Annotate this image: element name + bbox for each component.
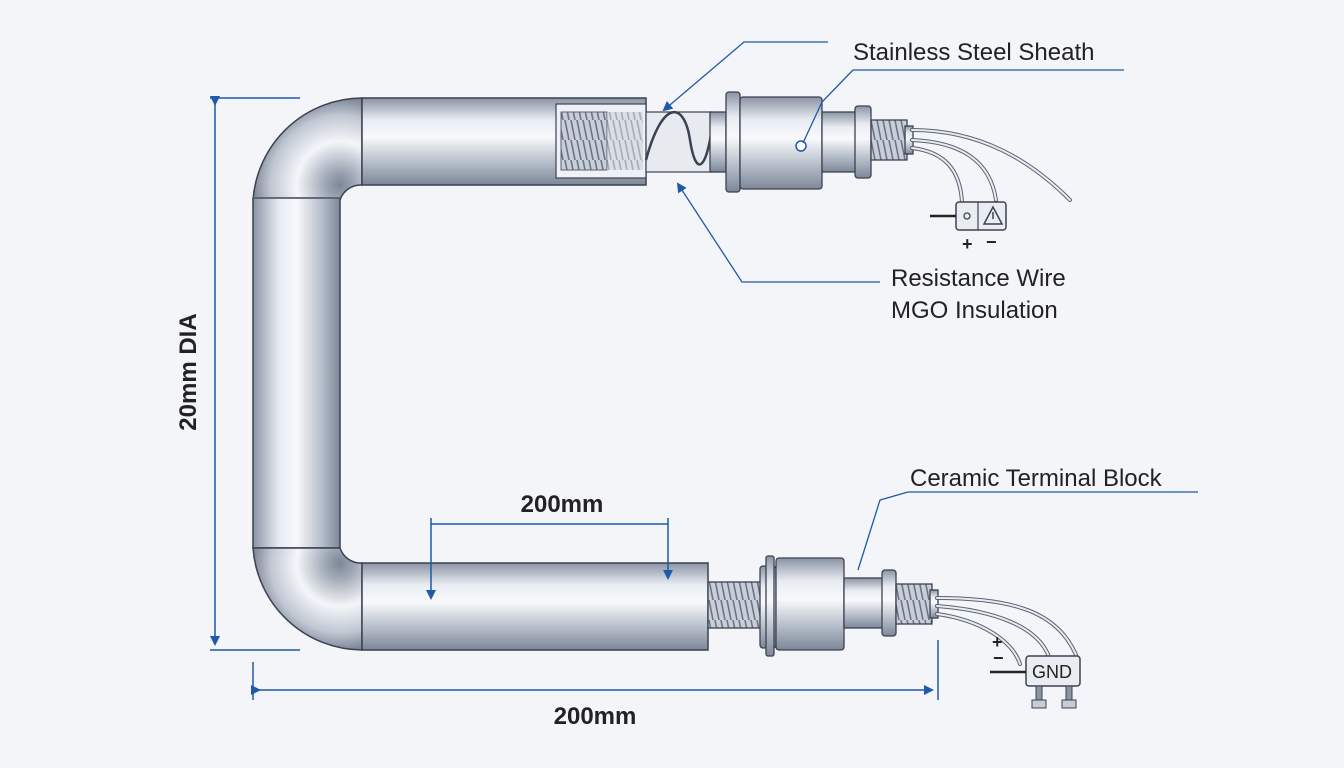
- bottom-fitting: [707, 555, 939, 657]
- top-bend: [252, 97, 363, 201]
- sheath-label: Stainless Steel Sheath: [853, 39, 1095, 66]
- bottom-lead-wires: [935, 596, 1080, 666]
- overall-length-dimension: [251, 640, 939, 700]
- top-plus-label: +: [962, 234, 973, 254]
- top-fitting: [709, 91, 914, 193]
- bottom-minus-label: −: [993, 648, 1004, 668]
- threaded-stud: [870, 119, 908, 161]
- resistance-coil: [560, 111, 608, 171]
- warning-icon: [982, 205, 1004, 225]
- callout-leaders: [662, 41, 1198, 571]
- height-dimension-label: 20mm DIA: [175, 313, 202, 430]
- cutaway-section: [555, 103, 714, 179]
- terminal-block-label: Ceramic Terminal Block: [910, 465, 1163, 492]
- bottom-coil: [707, 581, 763, 629]
- ground-connector: GND + −: [990, 632, 1081, 709]
- resistance-wire-label: Resistance Wire: [891, 265, 1066, 292]
- bottom-plus-label: +: [992, 632, 1003, 652]
- heating-tube: [252, 97, 709, 651]
- flange: [725, 91, 741, 193]
- section-length-dimension: [426, 518, 673, 600]
- gnd-label: GND: [1032, 662, 1072, 682]
- top-minus-label: −: [986, 232, 997, 252]
- top-lead-wires: [910, 128, 1072, 204]
- left-leg: [252, 197, 341, 549]
- top-connector: + −: [930, 201, 1007, 254]
- overall-length-label: 200mm: [554, 703, 637, 730]
- bottom-bend: [252, 547, 363, 651]
- height-dimension: [210, 96, 300, 651]
- mgo-insulation-label: MGO Insulation: [891, 297, 1058, 324]
- section-length-label: 200mm: [521, 491, 604, 518]
- nut: [739, 96, 823, 190]
- resistance-wire: [644, 111, 714, 166]
- bottom-nut: [775, 557, 845, 651]
- bottom-tube: [361, 562, 709, 651]
